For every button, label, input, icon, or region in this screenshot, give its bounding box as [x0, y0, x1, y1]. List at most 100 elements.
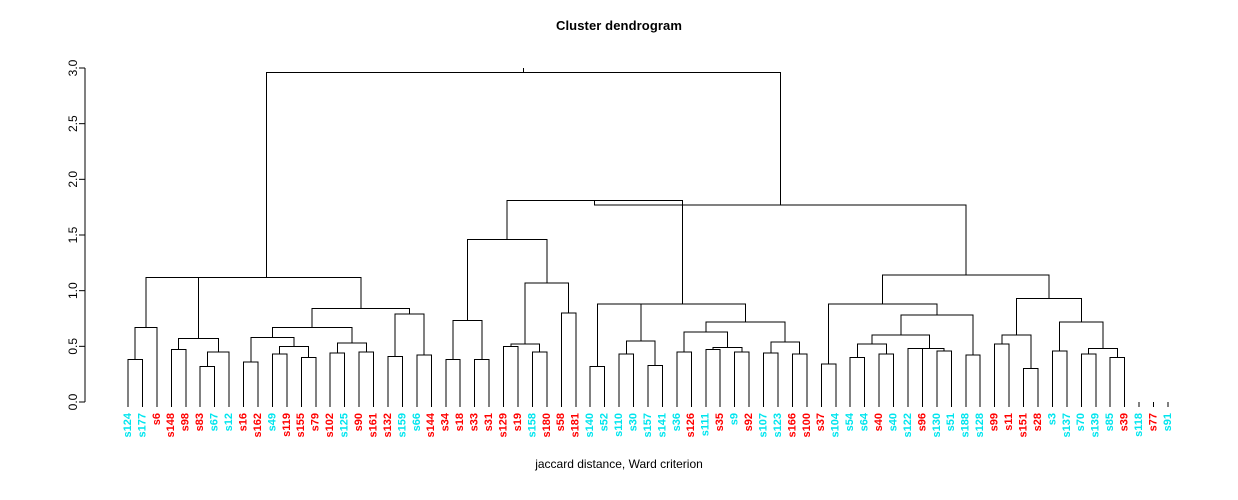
leaf-label[interactable]: s100: [801, 413, 813, 437]
leaf-label[interactable]: s137: [1061, 413, 1073, 437]
leaf-label[interactable]: s128: [974, 413, 986, 437]
leaf-label[interactable]: s99: [989, 413, 1001, 431]
leaf-label[interactable]: s107: [757, 413, 769, 437]
dendrogram-link: [647, 364, 663, 402]
dendrogram-link: [1059, 321, 1104, 351]
leaf-label[interactable]: s83: [194, 413, 206, 431]
leaf-label[interactable]: s70: [1075, 413, 1087, 431]
leaf-label[interactable]: s180: [541, 413, 553, 437]
dendrogram-link: [506, 199, 683, 305]
leaf-label[interactable]: s126: [685, 413, 697, 437]
leaf-label[interactable]: s157: [642, 413, 654, 437]
dendrogram-link: [358, 351, 375, 402]
leaf-label[interactable]: s92: [743, 413, 755, 431]
leaf-label[interactable]: s119: [281, 413, 293, 437]
leaf-label[interactable]: s3: [1046, 413, 1058, 425]
leaf-label[interactable]: s58: [555, 413, 567, 431]
leaf-label[interactable]: s104: [830, 412, 842, 437]
leaf-label[interactable]: s177: [136, 413, 148, 437]
leaf-label[interactable]: s144: [425, 412, 437, 437]
leaf-label[interactable]: s37: [815, 413, 827, 431]
leaf-label[interactable]: s9: [729, 413, 741, 425]
leaf-label[interactable]: s139: [1090, 413, 1102, 437]
dendrogram-link: [820, 363, 837, 402]
dendrogram-link: [1015, 297, 1082, 336]
leaf-label[interactable]: s34: [440, 412, 452, 431]
dendrogram-link: [683, 331, 728, 352]
leaf-label[interactable]: s188: [960, 413, 972, 437]
y-axis-tick-label: 3.0: [66, 59, 80, 76]
leaf-label[interactable]: s40: [873, 413, 885, 431]
leaf-label[interactable]: s123: [772, 413, 784, 437]
leaf-label[interactable]: s140: [584, 413, 596, 437]
leaf-label[interactable]: s91: [1162, 413, 1174, 431]
leaf-label[interactable]: s122: [902, 413, 914, 437]
dendrogram-link: [849, 356, 866, 402]
leaf-label[interactable]: s159: [396, 413, 408, 437]
leaf-label[interactable]: s28: [1032, 413, 1044, 431]
leaf-label[interactable]: s35: [714, 413, 726, 431]
x-axis-caption: jaccard distance, Ward criterion: [535, 457, 703, 471]
dendrogram-link: [594, 200, 967, 276]
leaf-label[interactable]: s19: [512, 413, 524, 431]
leaf-label[interactable]: s39: [1119, 413, 1131, 431]
leaf-label[interactable]: s148: [165, 413, 177, 437]
leaf-label[interactable]: s31: [483, 413, 495, 431]
leaf-label[interactable]: s40: [887, 413, 899, 431]
leaf-label[interactable]: s111: [700, 413, 712, 436]
dendrogram-link: [134, 326, 158, 402]
leaf-label[interactable]: s51: [945, 413, 957, 431]
leaf-label[interactable]: s79: [310, 413, 322, 431]
leaf-label[interactable]: s161: [367, 413, 379, 437]
leaf-label[interactable]: s96: [916, 413, 928, 431]
leaf-label[interactable]: s33: [469, 413, 481, 431]
leaf-label[interactable]: s12: [223, 413, 235, 431]
page-title: Cluster dendrogram: [555, 18, 683, 33]
leaf-label[interactable]: s130: [931, 413, 943, 437]
leaf-label[interactable]: s36: [671, 413, 683, 431]
leaf-label[interactable]: s155: [295, 413, 307, 437]
leaf-label[interactable]: s132: [382, 413, 394, 437]
leaf-label[interactable]: s67: [209, 413, 221, 431]
leaf-label[interactable]: s85: [1104, 413, 1116, 431]
leaf-label[interactable]: s162: [252, 413, 264, 437]
leaf-label[interactable]: s151: [1017, 413, 1029, 437]
dendrogram-link: [705, 349, 721, 402]
leaf-label[interactable]: s66: [411, 413, 423, 431]
leaf-label[interactable]: s30: [627, 413, 639, 431]
dendrogram-link: [524, 282, 570, 345]
leaf-label[interactable]: s77: [1147, 413, 1159, 431]
leaf-label[interactable]: s166: [786, 413, 798, 437]
dendrogram-link: [560, 312, 577, 402]
leaf-label[interactable]: s125: [339, 413, 351, 437]
leaf-label[interactable]: s90: [353, 413, 365, 431]
dendrogram-link: [856, 343, 887, 358]
leaf-label[interactable]: s129: [497, 413, 509, 437]
leaf-label[interactable]: s102: [324, 413, 336, 437]
dendrogram-link: [1001, 334, 1032, 369]
leaf-label[interactable]: s16: [237, 413, 249, 431]
dendrogram-link: [145, 276, 199, 339]
leaf-label[interactable]: s118: [1133, 413, 1145, 437]
leaf-label[interactable]: s98: [180, 413, 192, 431]
leaf-label[interactable]: s18: [454, 413, 466, 431]
leaf-label[interactable]: s11: [1003, 413, 1015, 431]
leaf-label[interactable]: s181: [570, 413, 582, 437]
leaf-label[interactable]: s49: [266, 413, 278, 431]
dendrogram-link: [1088, 348, 1118, 358]
leaf-label[interactable]: s141: [656, 413, 668, 437]
leaf-label[interactable]: s64: [859, 412, 871, 431]
dendrogram-link: [206, 351, 230, 402]
dendrogram-link: [250, 336, 295, 362]
dendrogram-link: [936, 350, 952, 402]
leaf-label[interactable]: s52: [599, 413, 611, 431]
dendrogram-link: [266, 71, 781, 278]
y-axis-tick-label: 2.0: [66, 171, 80, 188]
leaf-label[interactable]: s54: [844, 412, 856, 431]
leaf-label[interactable]: s158: [526, 413, 538, 437]
leaf-label[interactable]: s124: [122, 412, 134, 437]
leaf-label[interactable]: s6: [151, 413, 163, 425]
leaf-label[interactable]: s110: [613, 413, 625, 437]
